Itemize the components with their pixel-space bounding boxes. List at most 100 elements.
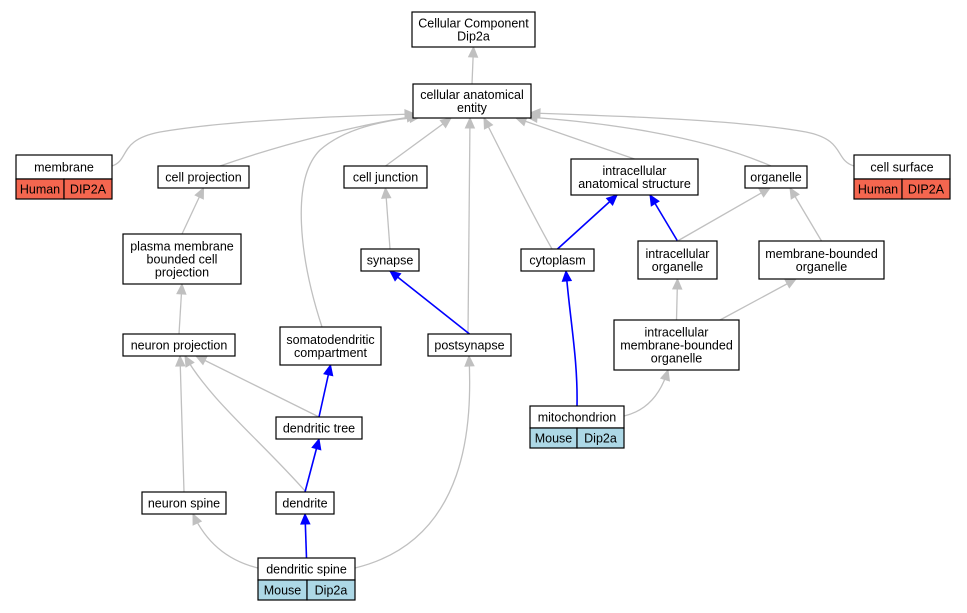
node-synapse[interactable]: synapse [360, 248, 420, 272]
node-label: organelle [652, 260, 703, 274]
node-label: projection [155, 266, 209, 280]
node-label: membrane-bounded [620, 339, 733, 353]
edge-postsynapse-to-cellular-anatomical-entity [464, 116, 476, 335]
edge-cellular-anatomical-entity-to-root [467, 45, 479, 85]
node-label: Dip2a [457, 30, 490, 44]
tag-species-label: Mouse [264, 584, 302, 598]
edge-synapse-to-cell-junction [381, 186, 392, 250]
node-box [141, 491, 227, 515]
node-box [360, 248, 420, 272]
edge-neuron-spine-to-neuron-projection [175, 354, 186, 493]
tag-gene-cell [576, 427, 625, 449]
node-label: dendritic spine [266, 563, 347, 577]
node-cytoplasm[interactable]: cytoplasm [520, 248, 595, 272]
node-label: entity [457, 101, 488, 115]
node-label: compartment [294, 346, 367, 360]
edge-cytoplasm-to-intracellular-anatomical-structure [556, 194, 618, 250]
edge-intracellular-anatomical-structure-to-cellular-anatomical-entity [514, 116, 635, 160]
node-cell-projection[interactable]: cell projection [157, 165, 250, 189]
node-label: organelle [651, 352, 702, 366]
node-box [412, 83, 532, 119]
node-label: bounded cell [147, 253, 218, 267]
node-label: cellular anatomical [420, 88, 524, 102]
node-box [613, 319, 740, 371]
edge-intracellular-organelle-to-organelle [677, 187, 772, 242]
edge-membrane-bounded-organelle-to-organelle [789, 186, 823, 242]
node-box [275, 491, 335, 515]
edge-neuron-projection-to-plasma-membrane-bounded-cell-projection [176, 282, 187, 335]
edge-somatodendritic-compartment-to-cellular-anatomical-entity [300, 112, 422, 328]
node-box [343, 165, 428, 189]
edge-dendrite-to-neuron-projection [184, 354, 307, 493]
node-label: dendrite [282, 497, 327, 511]
node-box [157, 165, 250, 189]
node-label: cell projection [165, 171, 241, 185]
edge-intracellular-membrane-bounded-organelle-to-membrane-bounded-organelle [719, 278, 798, 321]
node-label: intracellular [646, 247, 710, 261]
node-box [427, 333, 512, 357]
node-box [520, 248, 595, 272]
node-box [122, 233, 242, 285]
node-label: cytoplasm [529, 254, 585, 268]
edge-dendrite-to-dendritic-tree [304, 437, 322, 493]
node-box [275, 416, 363, 440]
edge-cell-junction-to-cellular-anatomical-entity [385, 117, 452, 167]
node-box [279, 326, 382, 366]
edge-cytoplasm-to-cellular-anatomical-entity [483, 116, 553, 250]
node-box [122, 333, 236, 357]
node-label: somatodendritic [286, 333, 374, 347]
edge-dendritic-spine-to-neuron-spine [192, 512, 259, 569]
edge-organelle-to-cellular-anatomical-entity [525, 112, 772, 167]
node-label: organelle [796, 260, 847, 274]
node-label: cell junction [353, 171, 418, 185]
node-organelle[interactable]: organelle [744, 165, 808, 189]
edge-intracellular-membrane-bounded-organelle-to-intracellular-organelle [671, 277, 683, 321]
node-postsynapse[interactable]: postsynapse [427, 333, 512, 357]
edge-postsynapse-to-synapse [389, 270, 470, 335]
node-label: dendritic tree [283, 422, 355, 436]
node-label: anatomical structure [578, 177, 691, 191]
edge-membrane-to-cellular-anatomical-entity [111, 109, 417, 167]
tag-gene-label: DIP2A [70, 183, 107, 197]
tag-gene-label: Dip2a [584, 432, 617, 446]
node-box [758, 240, 885, 280]
node-neuron-spine[interactable]: neuron spine [141, 491, 227, 515]
edge-dendritic-spine-to-dendrite [300, 512, 311, 559]
edge-intracellular-organelle-to-intracellular-anatomical-structure [649, 193, 679, 242]
node-label: intracellular [603, 164, 667, 178]
node-box [570, 158, 699, 196]
tag-gene-label: DIP2A [908, 183, 945, 197]
node-label: organelle [750, 171, 801, 185]
node-box [15, 154, 113, 180]
edge-dendritic-spine-to-postsynapse [354, 354, 475, 569]
tag-gene-cell [901, 178, 951, 200]
edges-layer [111, 45, 855, 569]
node-label: membrane-bounded [765, 247, 878, 261]
node-cell-junction[interactable]: cell junction [343, 165, 428, 189]
node-label: membrane [34, 161, 94, 175]
edge-cell-surface-to-cellular-anatomical-entity [528, 108, 855, 167]
edge-mitochondrion-to-intracellular-membrane-bounded-organelle [623, 368, 671, 417]
tag-gene-label: Dip2a [315, 584, 348, 598]
node-neuron-projection[interactable]: neuron projection [122, 333, 236, 357]
node-box [411, 11, 536, 48]
node-label: plasma membrane [130, 240, 234, 254]
node-dendrite[interactable]: dendrite [275, 491, 335, 515]
node-label: postsynapse [434, 339, 504, 353]
node-label: Cellular Component [418, 17, 529, 31]
node-label: neuron projection [131, 339, 228, 353]
node-dendritic-tree[interactable]: dendritic tree [275, 416, 363, 440]
